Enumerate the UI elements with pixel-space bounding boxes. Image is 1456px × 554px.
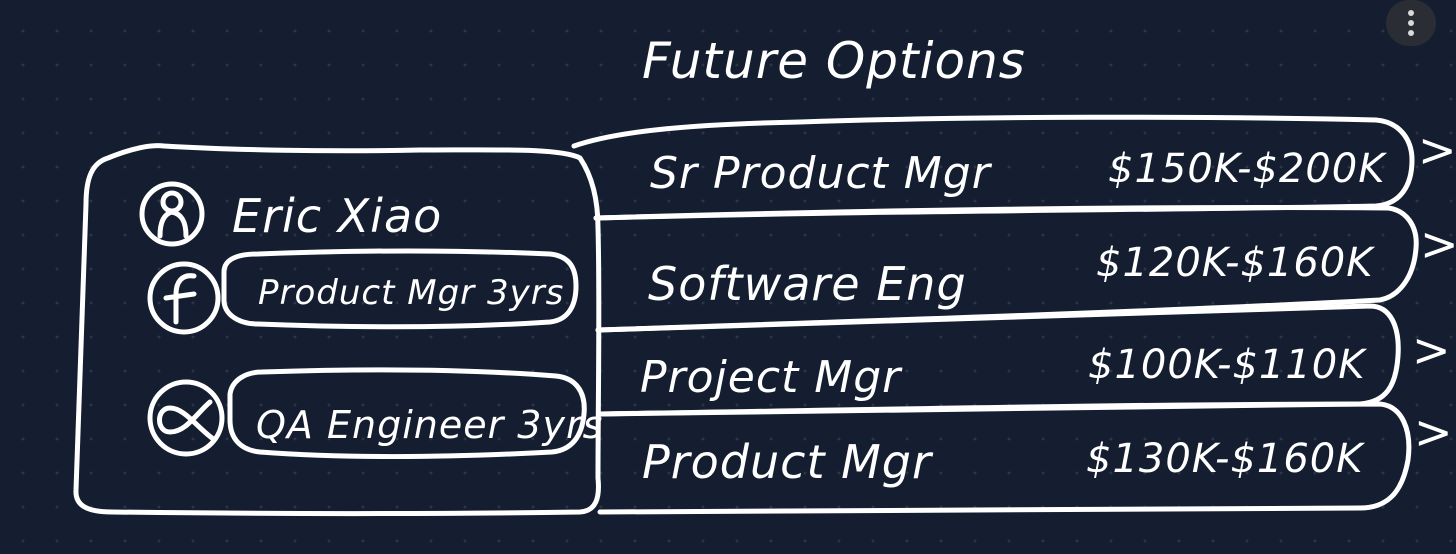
option-salary: $130K-$160K [1086,436,1365,482]
more-vertical-icon [1408,10,1414,16]
chevron-right-icon[interactable]: > [1418,123,1456,177]
option-role: Product Mgr [642,435,934,489]
experience-label: QA Engineer 3yrs [256,403,603,447]
option-row[interactable]: Project Mgr $100K-$110K > [640,323,1452,403]
option-salary: $150K-$200K [1108,146,1387,192]
experience-pill [227,367,587,459]
experience-item: QA Engineer 3yrs [147,367,603,459]
experience-pill [221,248,579,330]
person-icon [139,181,205,247]
facebook-icon [147,261,221,335]
experience-item: Product Mgr 3yrs [147,248,579,335]
option-salary: $120K-$160K [1096,240,1375,286]
option-row[interactable]: Sr Product Mgr $150K-$200K > [650,123,1456,199]
option-row[interactable]: Product Mgr $130K-$160K > [642,405,1454,489]
chevron-right-icon[interactable]: > [1412,323,1452,377]
option-role: Software Eng [648,257,967,311]
profile-name: Eric Xiao [232,189,442,243]
more-options-button[interactable] [1386,0,1436,46]
alpha-icon [147,379,225,457]
chevron-right-icon[interactable]: > [1414,405,1454,459]
option-role: Project Mgr [640,352,903,403]
option-role: Sr Product Mgr [650,148,993,199]
option-row-outline [597,401,1412,515]
page-title: Future Options [642,32,1026,90]
chevron-right-icon[interactable]: > [1420,217,1456,271]
option-salary: $100K-$110K [1088,342,1367,388]
profile-card-outline [73,143,602,516]
option-row[interactable]: Software Eng $120K-$160K > [648,217,1456,311]
experience-label: Product Mgr 3yrs [258,273,564,313]
